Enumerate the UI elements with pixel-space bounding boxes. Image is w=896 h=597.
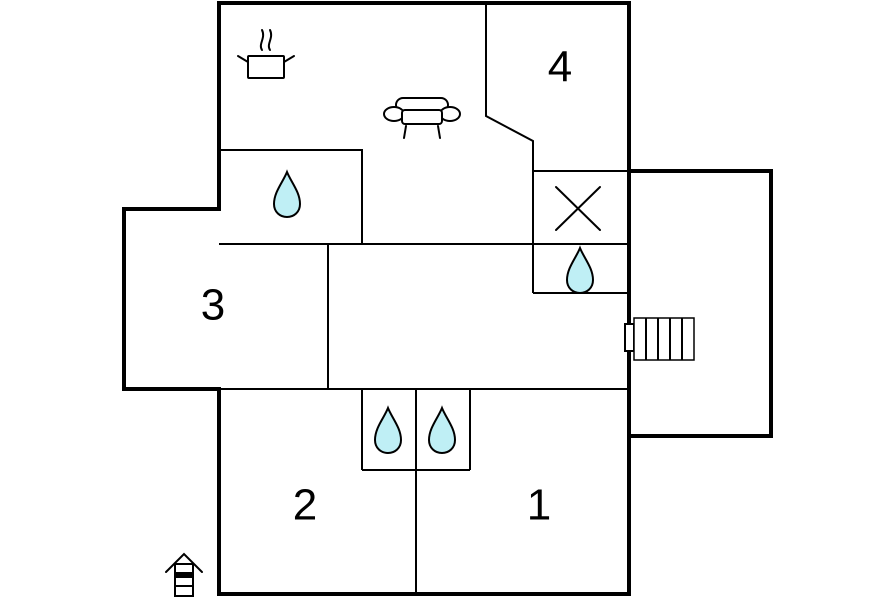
room-number-4: 4 [548,43,572,92]
house-entrance-icon [165,552,203,597]
water-drop-icon [565,245,595,295]
sofa-icon [383,97,461,139]
room-number-2: 2 [293,481,317,530]
cooking-pot-icon [237,29,295,79]
stairs-icon [624,317,695,361]
inner-walls [219,3,629,594]
water-drop-icon [373,405,403,455]
cross-icon [555,186,601,231]
room-number-3: 3 [201,281,225,330]
water-drop-icon [272,169,302,219]
water-drop-icon [427,405,457,455]
room-number-1: 1 [527,481,551,530]
